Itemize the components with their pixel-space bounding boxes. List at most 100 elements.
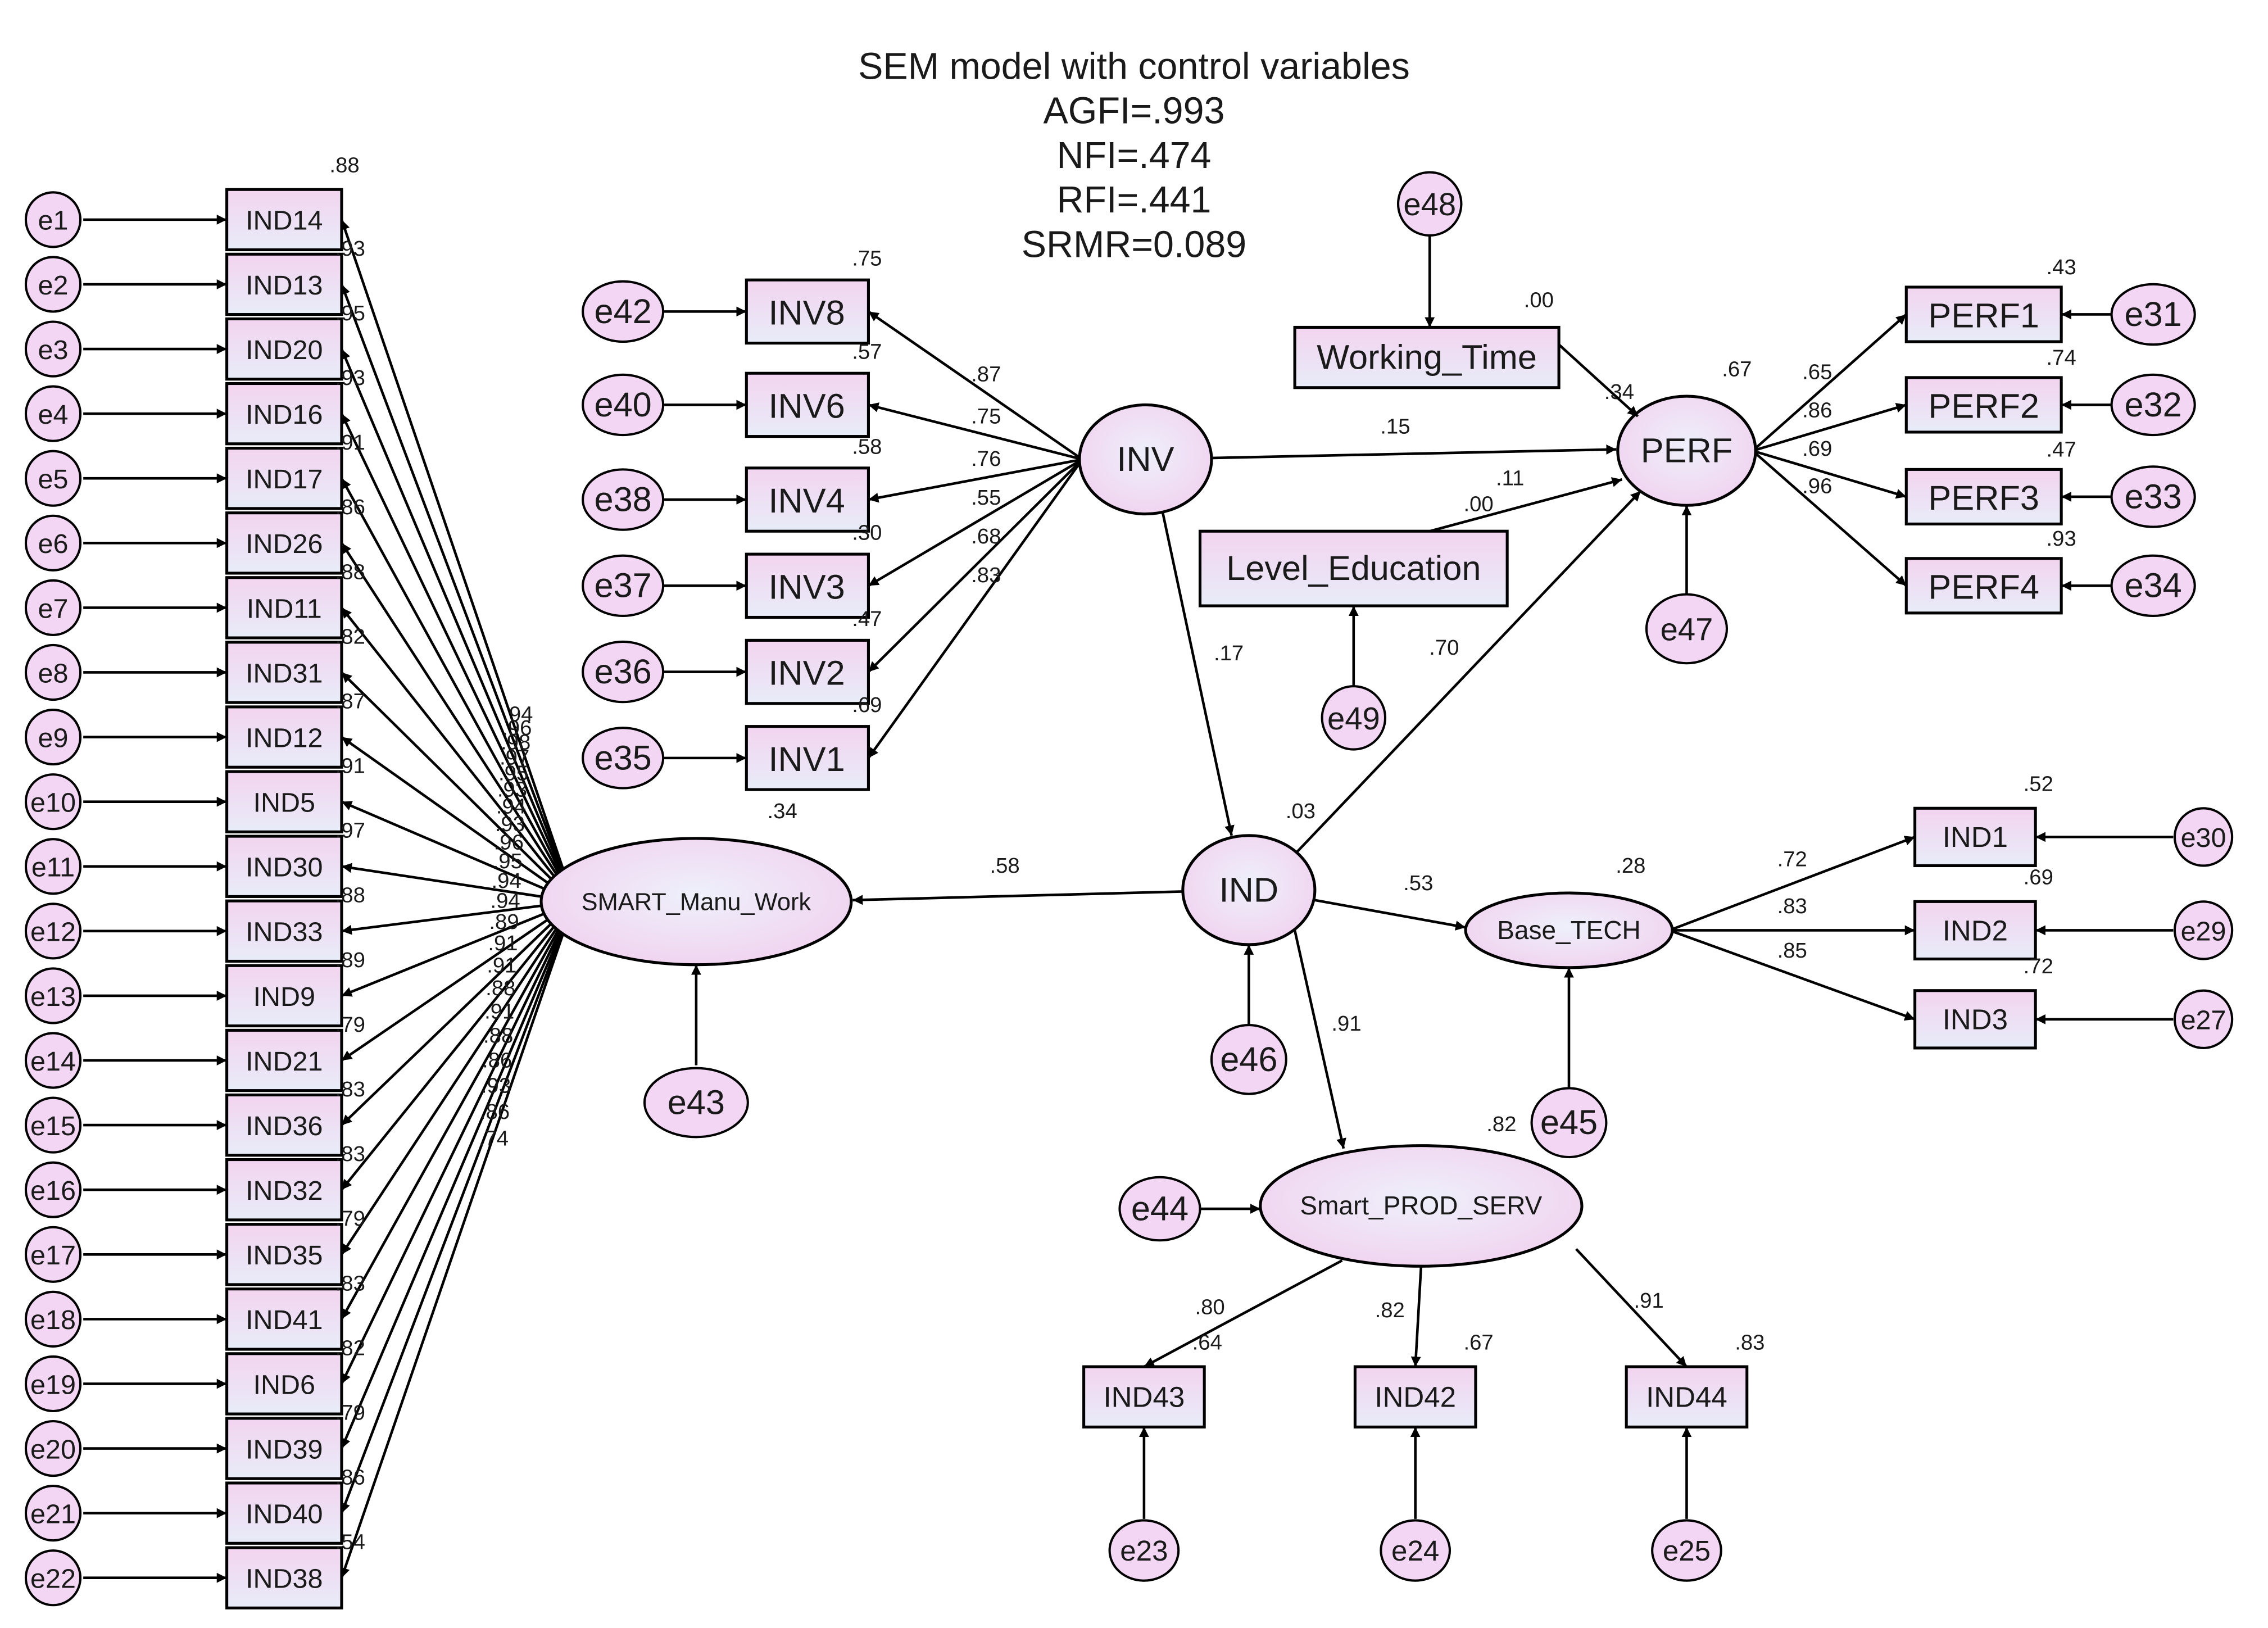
- indicator-IND32: [225, 1158, 343, 1222]
- error-e21-label: e21: [30, 1499, 76, 1530]
- loading-INV2-label: .68: [971, 524, 1001, 548]
- error-e23-label: e23: [1120, 1535, 1168, 1567]
- indicator-IND6: [225, 1352, 343, 1416]
- indicator-IND16-label: IND16: [246, 400, 323, 430]
- loading-IND42-label: .82: [1375, 1298, 1405, 1322]
- indicator-IND40-r2: .86: [335, 1466, 365, 1490]
- loading-IND41-label: .88: [483, 1024, 513, 1048]
- error-e10-label: e10: [30, 788, 76, 818]
- loading-IND35-label: .91: [484, 1000, 514, 1024]
- path-ind-to-base-tech-label: .53: [1403, 871, 1433, 895]
- indicator-IND14: [225, 188, 343, 252]
- indicator-INV8: [745, 278, 870, 345]
- loading-path-IND39: [340, 901, 575, 1449]
- indicator-IND9-label: IND9: [253, 982, 316, 1012]
- error-e20: [24, 1420, 82, 1477]
- loading-IND33-label: .94: [490, 889, 520, 913]
- indicator-IND35: [225, 1223, 343, 1286]
- loading-PERF3-label: .69: [1802, 437, 1832, 461]
- fit-stat-rfi: RFI=.441: [1057, 179, 1212, 221]
- indicator-IND36: [225, 1093, 343, 1157]
- indicator-IND17: [225, 447, 343, 510]
- indicator-IND2-r2: .69: [2024, 865, 2053, 890]
- error-e15: [24, 1096, 82, 1154]
- error-e7: [24, 579, 82, 636]
- base-tech-r2-label: .28: [1616, 854, 1645, 878]
- indicator-IND43-r2: .64: [1192, 1330, 1222, 1354]
- loading-path-IND21: [341, 900, 575, 1062]
- loading-path-INV3: [868, 458, 1083, 587]
- indicator-IND32-r2: .83: [335, 1142, 365, 1166]
- loading-INV1-label: .83: [971, 563, 1001, 587]
- error-e3: [24, 320, 82, 378]
- indicator-IND5: [225, 770, 343, 833]
- loading-path-IND1: [1668, 836, 1916, 932]
- error-e33-label: e33: [2125, 477, 2182, 515]
- indicator-IND39: [225, 1417, 343, 1480]
- indicator-PERF2: [1904, 376, 2063, 434]
- loading-IND36-label: .91: [487, 953, 516, 977]
- indicator-IND20: [225, 317, 343, 381]
- indicator-IND20-label: IND20: [246, 335, 323, 365]
- error-e9: [24, 708, 82, 766]
- error-e27: [2173, 989, 2234, 1049]
- indicator-IND26: [225, 511, 343, 575]
- indicator-IND44: [1625, 1365, 1749, 1429]
- loading-path-IND17: [340, 478, 575, 903]
- loading-IND11-label: .94: [496, 795, 526, 819]
- loading-INV6-label: .75: [971, 404, 1001, 428]
- fit-stat-agfi: AGFI=.993: [1044, 90, 1225, 132]
- indicator-INV2-label: INV2: [768, 654, 845, 692]
- loading-PERF4-label: .96: [1802, 474, 1832, 498]
- structural-paths: .15 .17 .70 .58 .53 .91 .11: [852, 343, 1642, 1149]
- loading-path-PERF2: [1752, 402, 1907, 452]
- error-e48-label: e48: [1403, 187, 1456, 222]
- indicator-IND43-label: IND43: [1103, 1381, 1185, 1413]
- latent-smart-prod-serv-label: Smart_PROD_SERV: [1300, 1191, 1542, 1220]
- loading-path-IND41: [340, 901, 575, 1320]
- loading-IND13-label: .96: [502, 716, 532, 740]
- smart-r2-label: .34: [768, 799, 797, 823]
- loading-path-IND42: [1410, 1266, 1423, 1367]
- error-e12: [24, 903, 82, 960]
- indicator-IND38-label: IND38: [246, 1564, 323, 1594]
- error-e30-label: e30: [2181, 823, 2226, 853]
- indicator-IND17-label: IND17: [246, 464, 323, 495]
- indicator-IND31-label: IND31: [246, 658, 323, 688]
- error-e40: [582, 373, 665, 437]
- error-e31-label: e31: [2125, 295, 2182, 333]
- indicator-IND13-label: IND13: [246, 270, 323, 301]
- loading-INV3-label: .55: [971, 486, 1001, 510]
- error-e44: [1118, 1176, 1201, 1242]
- loading-path-IND3: [1669, 929, 1916, 1021]
- loading-IND5-label: .95: [493, 849, 523, 873]
- indicator-IND5-r2: .91: [335, 754, 365, 778]
- indicator-IND33-r2: .88: [335, 883, 365, 908]
- error-e5: [24, 450, 82, 507]
- error-e36: [582, 640, 665, 704]
- indicator-PERF3: [1904, 468, 2063, 526]
- indicator-IND3-r2: .72: [2024, 954, 2053, 978]
- indicator-IND35-label: IND35: [246, 1240, 323, 1271]
- error-e3-label: e3: [38, 335, 69, 365]
- path-inv-to-perf: [1213, 445, 1617, 460]
- indicator-IND16-r2: .93: [335, 366, 365, 390]
- error-e37-label: e37: [594, 566, 651, 605]
- error-e4: [24, 385, 82, 442]
- loading-path-IND43: [1143, 1259, 1343, 1368]
- latent-smart-prod-serv-group: Smart_PROD_SERV .82 e44: [1118, 1112, 1584, 1268]
- path-ind-to-base-tech: [1314, 899, 1466, 931]
- loading-path-IND33: [341, 900, 575, 935]
- indicator-PERF4-r2: .93: [2047, 527, 2076, 551]
- indicator-IND14-label: IND14: [246, 206, 323, 236]
- fit-stat-srmr: SRMR=0.089: [1022, 224, 1246, 265]
- path-inv-to-perf-label: .15: [1380, 415, 1410, 439]
- loading-path-IND38: [340, 901, 575, 1579]
- latent-base-tech: [1464, 891, 1674, 969]
- indicator-IND21-label: IND21: [246, 1046, 323, 1077]
- loading-path-IND20: [340, 348, 575, 903]
- path-inv-to-ind: [1161, 512, 1235, 836]
- indicator-PERF1: [1904, 285, 2063, 343]
- error-e49: [1321, 685, 1387, 751]
